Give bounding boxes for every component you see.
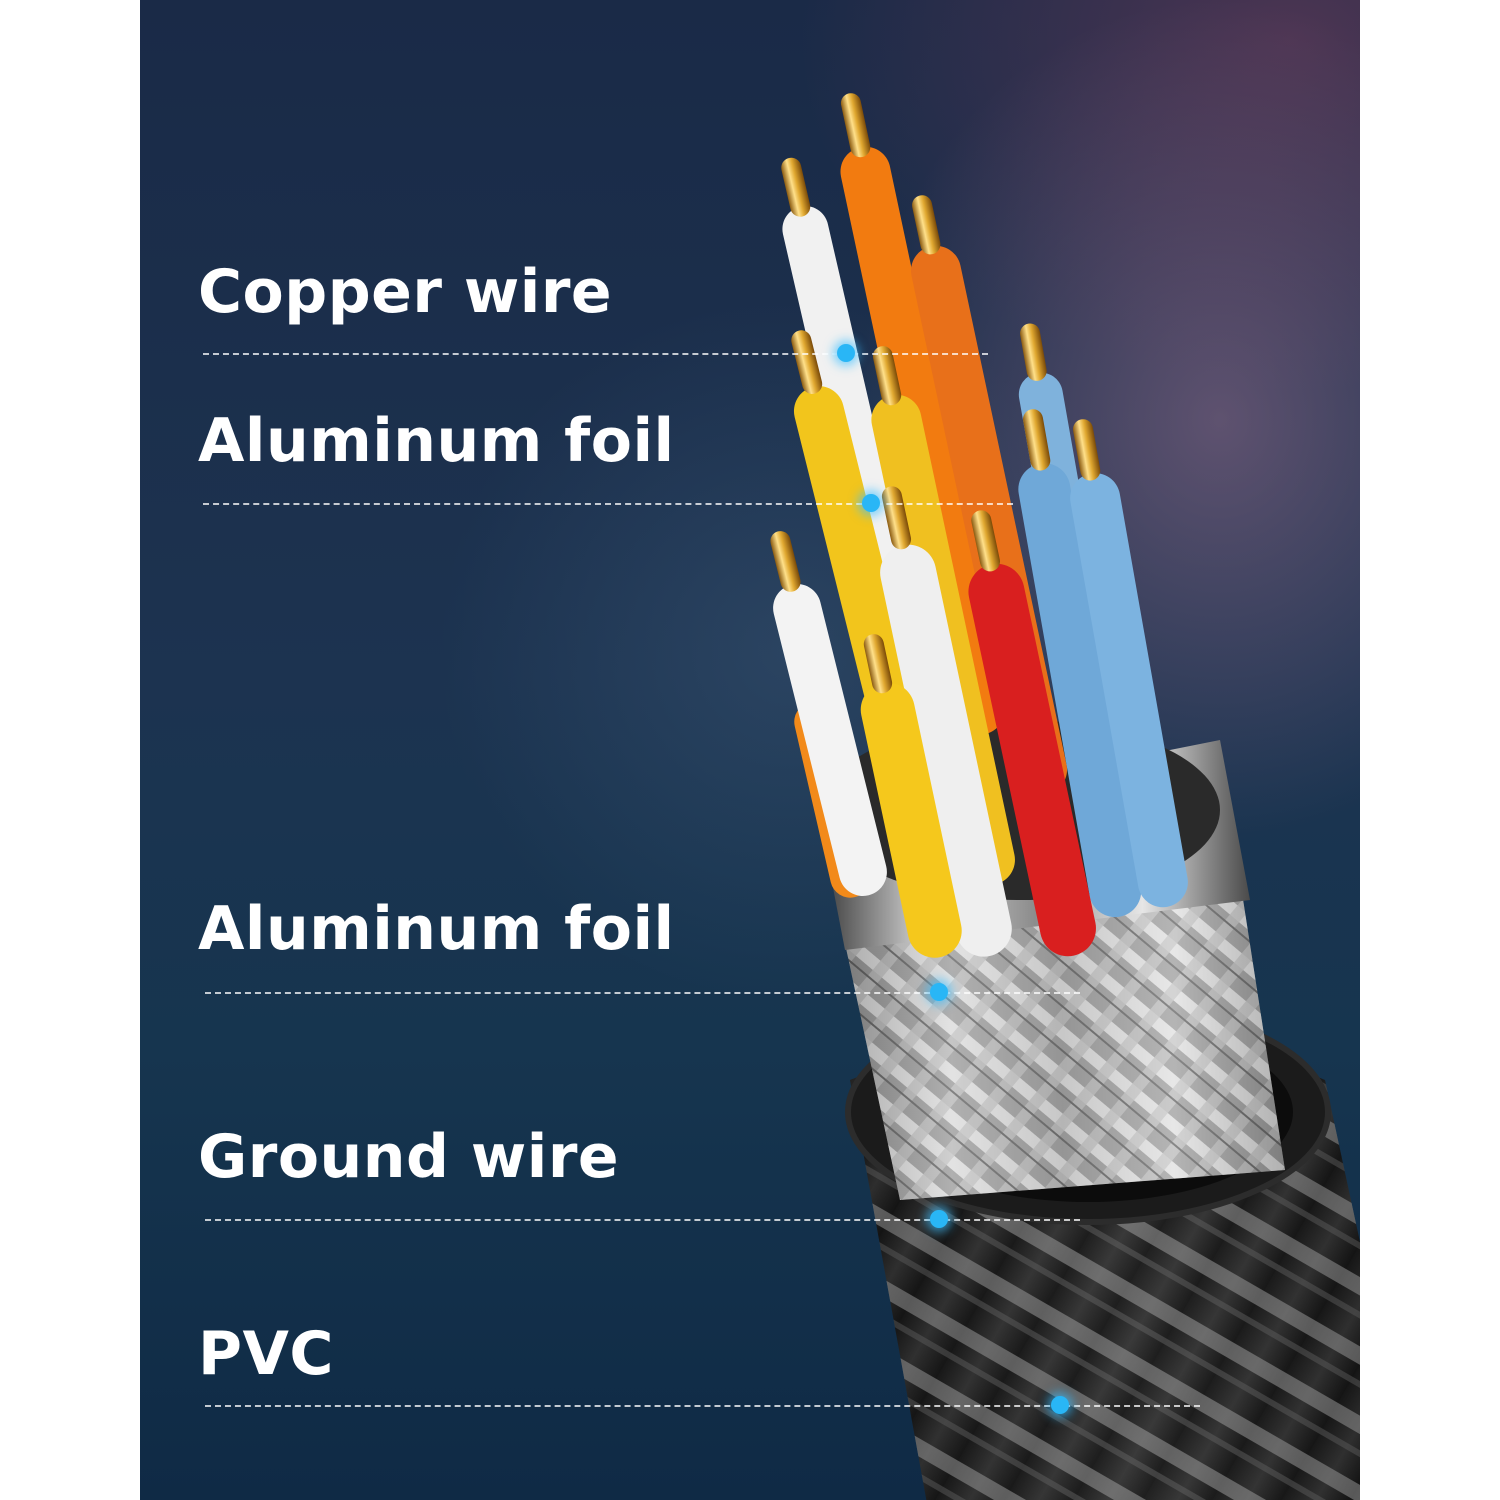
callout-label-copper-wire: Copper wire xyxy=(198,257,613,327)
callout-marker xyxy=(862,494,880,512)
callout-label-aluminum-foil: Aluminum foil xyxy=(198,406,675,476)
callout-leader-line xyxy=(205,992,1080,994)
product-image-panel xyxy=(140,0,1360,1500)
callout-leader-line xyxy=(205,1219,1080,1221)
callout-leader-line xyxy=(205,1405,1200,1407)
cable-cross-section-illustration xyxy=(770,93,1360,1500)
callout-leader-line xyxy=(203,353,988,355)
braided-shield xyxy=(840,880,1285,1200)
callout-label-pvc: PVC xyxy=(198,1319,334,1389)
callout-marker xyxy=(1051,1396,1069,1414)
callout-marker xyxy=(930,1210,948,1228)
callout-marker xyxy=(930,983,948,1001)
inner-conductors xyxy=(770,93,1188,958)
callout-label-aluminum-foil: Aluminum foil xyxy=(198,894,675,964)
callout-leader-line xyxy=(203,503,1013,505)
callout-marker xyxy=(837,344,855,362)
callout-label-ground-wire: Ground wire xyxy=(198,1122,620,1192)
